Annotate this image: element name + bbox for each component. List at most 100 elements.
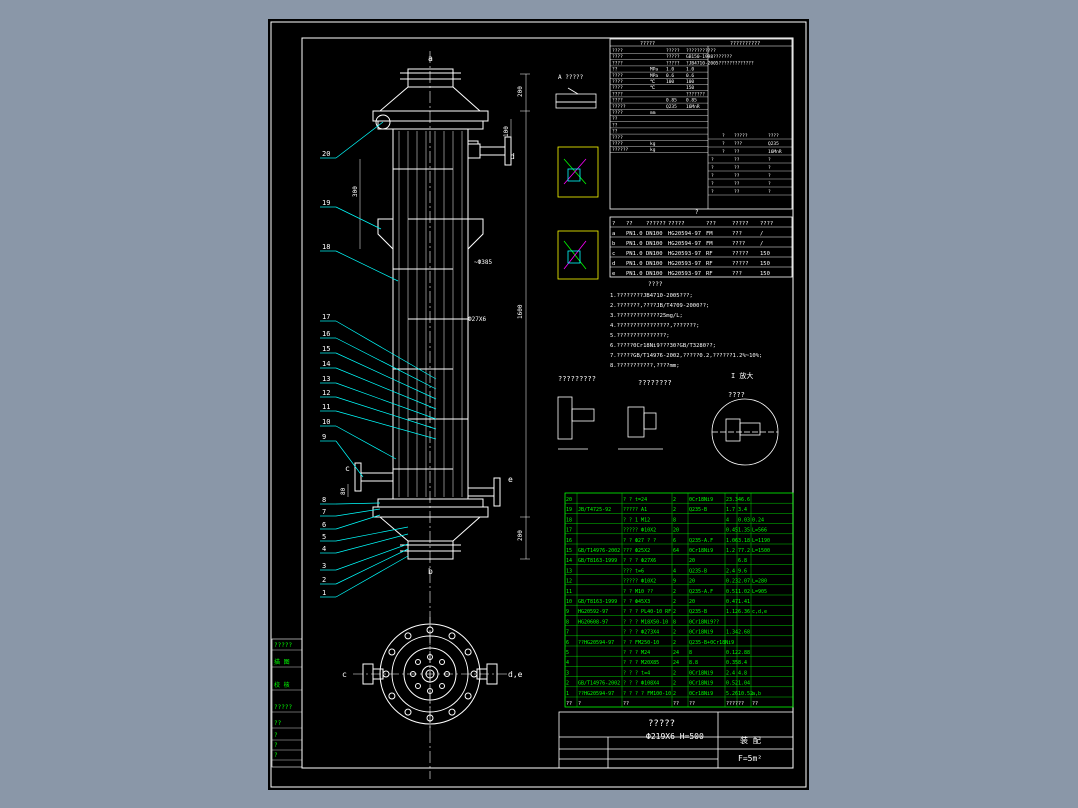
parts-cell: 1	[566, 691, 569, 697]
leader-line	[335, 382, 437, 420]
part-number-label: 16	[322, 330, 330, 338]
nozzle-cell: /	[760, 231, 763, 237]
part-number-label: 7	[322, 508, 326, 516]
parts-cell: L=566	[752, 528, 767, 534]
parts-cell: 2	[566, 681, 569, 687]
parts-cell: 8	[673, 517, 676, 523]
parts-footer-cell: ?	[578, 701, 581, 707]
parts-cell: 2.4	[726, 568, 735, 574]
note-line: 7.?????GB/T14976-2002,?????0.2,??????1.2…	[610, 353, 762, 359]
weld-detail-2	[557, 230, 599, 280]
detail-right-sub: ????	[728, 391, 745, 399]
note-line: 5.???????????????;	[610, 333, 670, 339]
parts-cell: 20	[689, 599, 695, 605]
leader-line	[335, 396, 437, 430]
design-right-cell: ?????	[734, 133, 748, 139]
strip-label: ?????	[274, 642, 292, 649]
parts-cell: ? ? ? M24	[623, 650, 650, 656]
parts-cell: HG20608-97	[578, 619, 608, 625]
design-cell: ?????	[666, 54, 680, 60]
design-cell: kg	[650, 141, 656, 147]
nozzle-b-label: b	[428, 567, 433, 576]
nozzle-header: ??????	[646, 221, 666, 227]
design-data-table: ????????????????????????????????????????…	[609, 38, 793, 210]
nozzle-header: ??	[626, 221, 633, 227]
design-cell: ?????	[612, 104, 626, 110]
parts-cell: 12	[566, 579, 572, 585]
parts-cell: GB/T14976-2002	[578, 681, 620, 687]
parts-cell: 9.6	[738, 568, 747, 574]
part-number-label: 1	[322, 589, 326, 597]
bolt-hole	[448, 632, 456, 640]
nozzle-cell: DN100	[646, 261, 663, 267]
leader-line	[335, 502, 381, 505]
parts-cell: Q235-B	[689, 507, 707, 513]
dim-80: 80	[340, 487, 347, 495]
design-cell: 16MnR	[686, 104, 700, 110]
nozzle-cell: e	[612, 271, 615, 277]
parts-cell: ? ? ? Ф27X6	[623, 558, 656, 564]
design-right-cell: ??	[734, 157, 740, 163]
parts-cell: ? ? Ф45X3	[623, 599, 650, 605]
leader-line	[335, 206, 382, 230]
note-line: 8.???????????,????mm;	[610, 363, 680, 369]
leader-line	[335, 440, 364, 478]
design-cell: Q235	[666, 104, 677, 110]
parts-cell: 2	[673, 497, 676, 503]
nozzle-cell: /	[760, 241, 763, 247]
parts-cell: Q235-B+0Cr18Ni9	[689, 640, 734, 646]
design-right-cell: ?	[711, 189, 714, 195]
plan-view	[353, 617, 508, 731]
parts-cell: GB/T8163-1999	[578, 558, 617, 564]
nozzle-cell: DN100	[646, 231, 663, 237]
parts-cell: 2	[673, 609, 676, 615]
part-number-label: 12	[322, 389, 330, 397]
parts-cell: 3.4	[738, 507, 747, 513]
parts-cell: 0.51	[726, 589, 738, 595]
parts-cell: 18	[566, 517, 572, 523]
parts-cell: 0Cr18Ni9	[689, 630, 713, 636]
parts-cell: 1.35	[738, 528, 750, 534]
part-number-label: 15	[322, 345, 330, 353]
parts-cell: 6.36	[738, 609, 750, 615]
nozzle-cell: PN1.0	[626, 261, 643, 267]
parts-cell: 77.2	[738, 548, 750, 554]
parts-cell: L=280	[752, 579, 767, 585]
design-right-cell: ??	[734, 189, 740, 195]
part-number-label: 2	[322, 576, 326, 584]
note-line: 6.?????0Cr18Ni9???30?GB/T3280??;	[610, 343, 716, 349]
inner-frame	[301, 37, 794, 769]
parts-cell: ? ? ? PL40-10 RF	[623, 609, 671, 615]
design-cell: ???????	[686, 91, 705, 97]
nozzle-cell: a	[612, 231, 615, 237]
parts-cell: 7	[566, 630, 569, 636]
nozzle-a-label: a	[428, 54, 433, 63]
design-right-cell: ??	[734, 165, 740, 171]
plan-nozzle-c: c	[342, 670, 347, 679]
strip-label: ?	[274, 752, 278, 759]
design-cell: 0.6	[666, 73, 674, 79]
dim-1600: 1600	[517, 304, 524, 319]
parts-footer-cell: ??	[566, 701, 572, 707]
design-cell: MPa	[650, 67, 658, 73]
part-number-label: 14	[322, 360, 330, 368]
parts-cell: 1.7	[726, 507, 735, 513]
parts-cell: 16	[566, 538, 572, 544]
nozzle-cell: DN100	[646, 271, 663, 277]
parts-cell: L=905	[752, 589, 767, 595]
design-cell: 100	[666, 79, 674, 85]
design-cell: ??	[612, 67, 618, 73]
parts-cell: ??? Ф25X2	[623, 548, 650, 554]
leader-line	[335, 352, 437, 400]
nozzle-cell: RF	[706, 251, 713, 257]
part-number-label: 20	[322, 150, 330, 158]
design-right-cell: ?	[768, 165, 771, 171]
parts-cell: 10	[566, 599, 572, 605]
parts-cell: 2.88	[738, 650, 750, 656]
strip-label: ?	[274, 742, 278, 749]
leader-line	[335, 548, 409, 585]
design-cell: GB150-1998???????	[686, 54, 732, 60]
parts-cell: 17	[566, 528, 572, 534]
parts-cell: 0.03	[738, 517, 750, 523]
design-right-cell: ?	[768, 173, 771, 179]
